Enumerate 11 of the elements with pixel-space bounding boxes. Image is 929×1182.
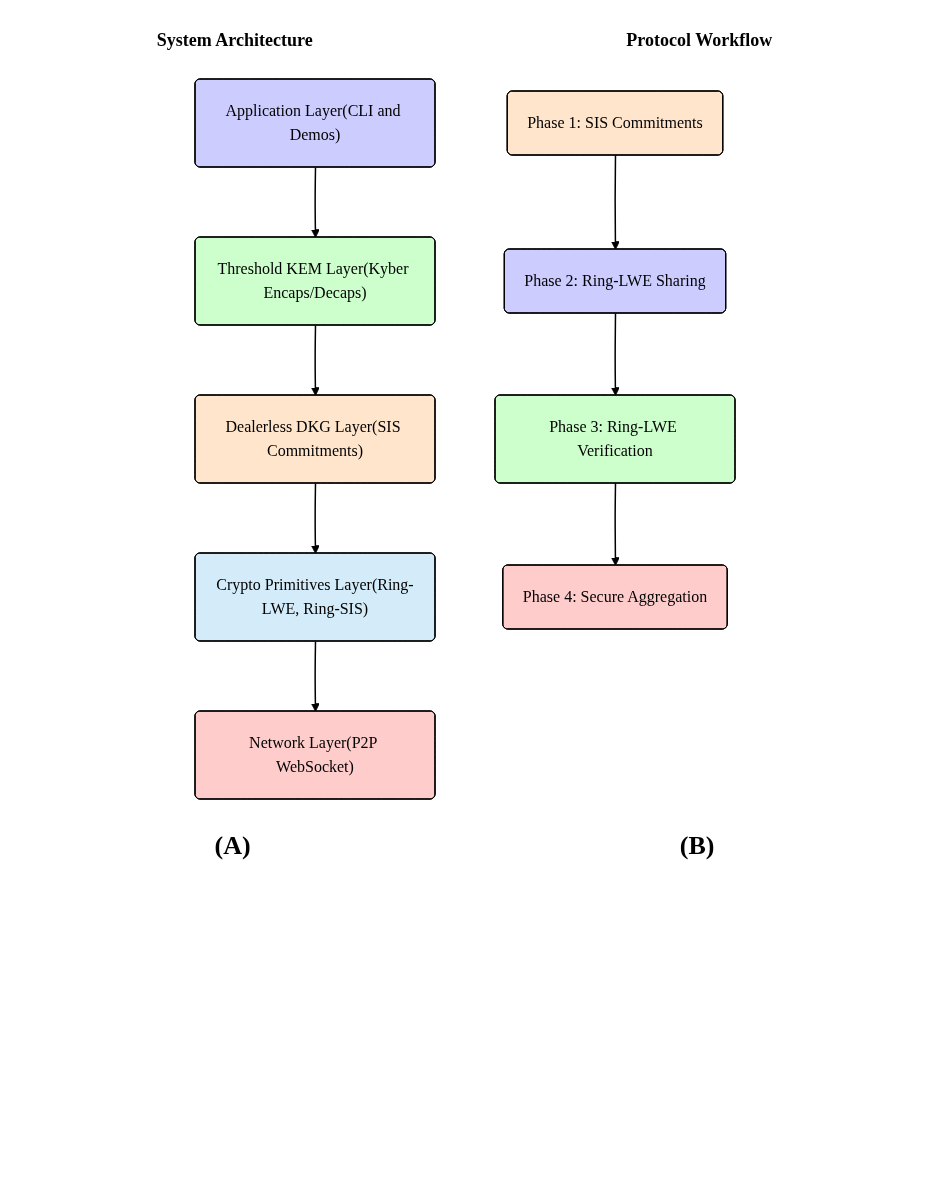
arrow [310, 166, 320, 238]
panel-label: (A) [214, 831, 251, 861]
panel-heading: System Architecture [156, 30, 313, 51]
arrow [610, 482, 620, 566]
arrow [310, 482, 320, 554]
arrow [310, 640, 320, 712]
arrow [610, 312, 620, 396]
arrow [310, 324, 320, 396]
arrow [610, 154, 620, 250]
panel-heading: Protocol Workflow [626, 30, 773, 51]
panel-label: (B) [679, 831, 715, 861]
